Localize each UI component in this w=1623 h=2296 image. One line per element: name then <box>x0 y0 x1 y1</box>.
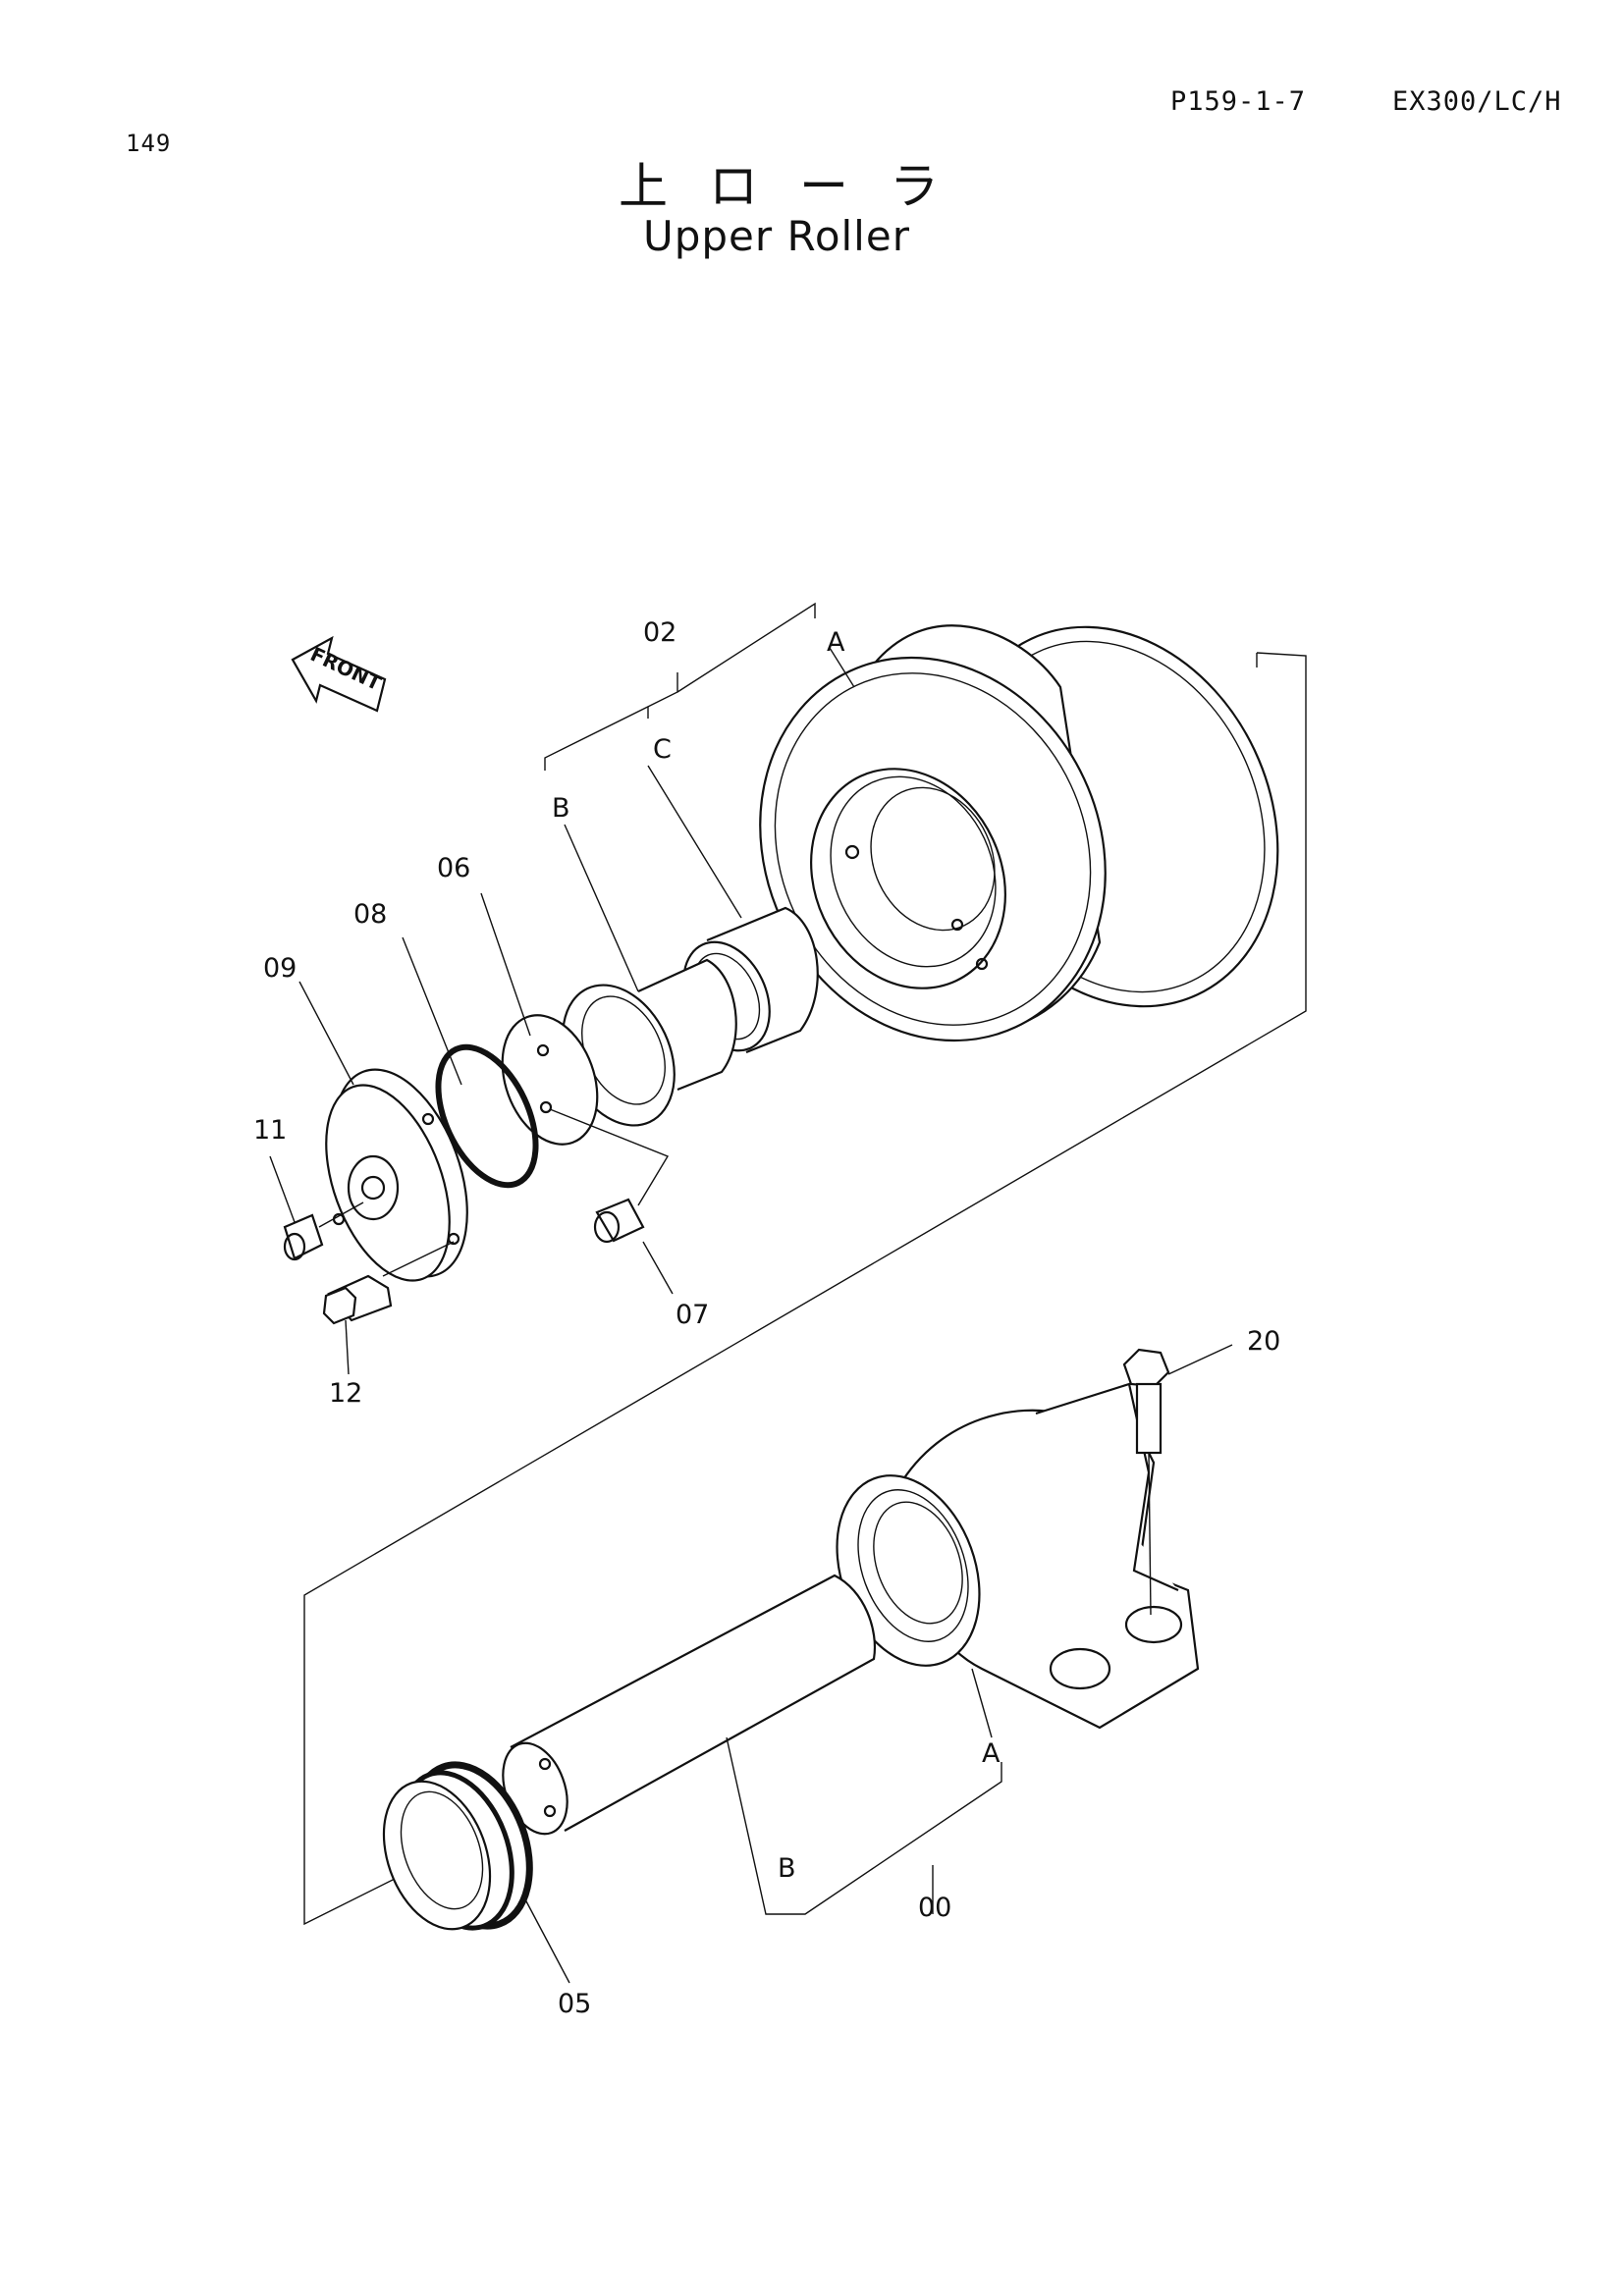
upper-roller <box>759 624 1279 1042</box>
leader-lines <box>269 602 1233 1984</box>
title-japanese: 上ローラ <box>619 158 980 215</box>
plate-06 <box>501 1014 599 1146</box>
callout-09: 09 <box>263 953 297 984</box>
callout-c: C <box>653 734 672 765</box>
model-code: EX300/LC/H <box>1392 86 1562 117</box>
callout-a-lower: A <box>982 1738 1001 1769</box>
bolt-12 <box>322 1241 455 1325</box>
callout-12: 12 <box>329 1378 362 1409</box>
shaft-bracket-assembly <box>502 1382 1200 1836</box>
cover-09 <box>325 1068 468 1282</box>
callout-20: 20 <box>1247 1326 1280 1357</box>
front-arrow: FRONT <box>291 635 387 713</box>
callout-11: 11 <box>253 1115 287 1146</box>
callout-00: 00 <box>918 1893 951 1923</box>
seal-05 <box>382 1761 533 1931</box>
page-number: 149 <box>126 130 172 157</box>
plug-07 <box>549 1108 670 1244</box>
callout-02: 02 <box>643 617 676 648</box>
callout-07: 07 <box>676 1300 709 1330</box>
callout-a-upper: A <box>827 627 845 658</box>
callout-05: 05 <box>558 1989 591 2019</box>
plug-11 <box>283 1201 364 1261</box>
bolt-20 <box>1122 1348 1170 1616</box>
callout-06: 06 <box>437 853 470 883</box>
o-ring-08 <box>435 1043 539 1189</box>
page-code: P159-1-7 <box>1170 86 1307 117</box>
callout-labels: 02 A C B 06 08 09 11 12 07 20 A B 00 05 <box>253 617 1280 2019</box>
callout-b-lower: B <box>778 1853 796 1884</box>
callout-b-upper: B <box>552 793 570 824</box>
assembly-bracket <box>303 652 1307 1926</box>
title-english: Upper Roller <box>643 212 910 260</box>
callout-08: 08 <box>353 899 387 930</box>
